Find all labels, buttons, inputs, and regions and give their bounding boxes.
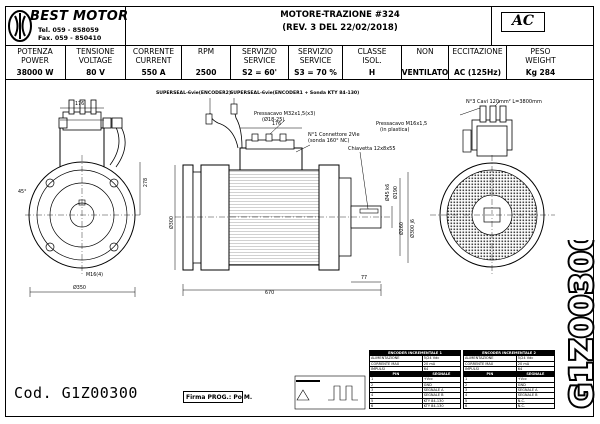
spec-cell-service-s3: SERVIZIO SERVICE S3 = 70 % xyxy=(289,46,343,79)
dim-176-left: 176 xyxy=(75,102,85,107)
spec-cell-excitation: ECCITAZIONE AC (125Hz) xyxy=(449,46,507,79)
spec-cell-weight: PESO WEIGHT Kg 284 xyxy=(507,46,574,79)
table-cell: 6 xyxy=(369,402,423,410)
dim-m16: M16(4) xyxy=(86,273,104,278)
spec-value: 2500 xyxy=(195,68,217,77)
table-cell: SEGNALE A xyxy=(515,387,556,394)
table-cell: N.C. xyxy=(515,402,556,410)
badge-divider xyxy=(491,6,492,46)
connettore-sub-label: (sonda 160° NC) xyxy=(308,138,350,144)
designer-signature: Firma PROG.: Po M. xyxy=(186,394,253,401)
table-cell: SEGNALE xyxy=(421,371,462,378)
spec-label: TENSIONE VOLTAGE xyxy=(76,47,115,65)
part-code: Cod. G1Z00300 xyxy=(14,384,138,402)
title-block xyxy=(5,6,594,46)
spec-label: CORRENTE CURRENT xyxy=(132,47,175,65)
spec-value: 550 A xyxy=(141,68,166,77)
spec-cell-ventilation: NON VENTILATO xyxy=(402,46,449,79)
revision-label: (REV. 3 DEL 22/02/2018) xyxy=(282,23,398,33)
fax-number: Fax. 059 - 850410 xyxy=(38,35,102,42)
connettore-label: N°1 Connettore 2Vie xyxy=(308,132,360,138)
spec-cell-current: CORRENTE CURRENT 550 A xyxy=(126,46,182,79)
vertical-part-code: G1Z00300 xyxy=(563,240,600,410)
spec-label: NON xyxy=(416,47,434,56)
table-cell: KTY 84-130 xyxy=(421,402,462,410)
spec-value: S2 = 60' xyxy=(242,68,277,77)
spec-table: POTENZA POWER 38000 W TENSIONE VOLTAGE 8… xyxy=(5,46,594,80)
spec-cell-service-s2: SERVIZIO SERVICE S2 = 60' xyxy=(231,46,289,79)
spec-value: AC (125Hz) xyxy=(453,68,502,77)
pressacavo-m32-label: Pressacavo M32x1,5(x3) xyxy=(254,111,316,117)
dim-300: Ø300 xyxy=(169,216,175,229)
dim-176-mid: 176 xyxy=(272,122,282,127)
front-view xyxy=(25,99,141,297)
chiavetta-label: Chiavetta 12x8x55 xyxy=(348,146,396,152)
vertical-code-text: G1Z00300 xyxy=(565,240,600,408)
table-cell: SEGNALE xyxy=(515,371,556,378)
spec-label: ECCITAZIONE xyxy=(452,47,503,56)
cable-spec-label: N°3 Cavi 120mm² L=3800mm xyxy=(466,99,542,105)
rear-view xyxy=(430,100,555,275)
brand-name: BEST MOTOR xyxy=(30,9,129,24)
pressacavo-m16-label: Pressacavo M16x1,5 xyxy=(376,121,428,127)
superseal-encoder1-label: SUPERSEAL-6vie(ENCODER1 + Sonda KTY 84-1… xyxy=(230,91,360,96)
table-cell: SEGNALE B xyxy=(421,392,462,399)
dim-260: Ø260 xyxy=(399,222,405,235)
connection-diagram xyxy=(294,375,366,410)
encoder-table-title: ENCODER INCREMENTALE 2 xyxy=(463,349,555,357)
title-divider xyxy=(125,6,126,46)
model-title: MOTORE-TRAZIONE #324 xyxy=(280,10,400,20)
dim-45k6: Ø45 k6 xyxy=(386,183,392,202)
dim-300j6: Ø300 j6 xyxy=(410,219,416,238)
encoder-table-title: ENCODER INCREMENTALE 1 xyxy=(369,349,461,357)
dim-670: 670 xyxy=(265,291,275,296)
brand-logo xyxy=(7,8,125,44)
dim-350: Ø350 xyxy=(73,286,86,291)
pressacavo-m32-range: (Ø18-25) xyxy=(262,117,285,123)
dim-190: Ø190 xyxy=(393,186,399,199)
spec-label: CLASSE ISOL. xyxy=(357,47,387,65)
table-cell: SEGNALE A xyxy=(421,387,462,394)
phone-number: Tel. 059 - 858059 xyxy=(38,27,99,34)
superseal-encoder2-label: SUPERSEAL-6vie(ENCODER2) xyxy=(156,91,231,96)
spec-cell-power: POTENZA POWER 38000 W xyxy=(5,46,66,79)
pressacavo-m16-sub-label: (in plastica) xyxy=(380,127,410,133)
table-cell: KTY 84-130 xyxy=(421,397,462,404)
spec-value: Kg 284 xyxy=(525,68,556,77)
spec-label: SERVIZIO SERVICE xyxy=(242,47,277,65)
spec-value: 80 V xyxy=(86,68,105,77)
spec-value: S3 = 70 % xyxy=(294,68,337,77)
spec-value: H xyxy=(368,68,376,77)
table-cell: SEGNALE B xyxy=(515,392,556,399)
spec-label: PESO WEIGHT xyxy=(525,47,556,65)
spec-value: VENTILATO xyxy=(401,68,449,77)
spec-cell-insulation: CLASSE ISOL. H xyxy=(343,46,402,79)
drawing-frame xyxy=(5,6,594,417)
logo-mark-icon xyxy=(8,10,32,42)
motor-type-badge: AC xyxy=(501,12,545,32)
dim-278: 278 xyxy=(144,177,150,188)
side-view xyxy=(174,98,409,296)
dim-77: 77 xyxy=(361,276,368,281)
table-cell: 6 xyxy=(463,402,517,410)
spec-label: POTENZA POWER xyxy=(17,47,53,65)
spec-label: RPM xyxy=(197,47,215,56)
spec-cell-voltage: TENSIONE VOLTAGE 80 V xyxy=(66,46,126,79)
spec-value: 38000 W xyxy=(16,68,54,77)
signature-box xyxy=(183,391,243,403)
spec-cell-rpm: RPM 2500 xyxy=(182,46,231,79)
dim-angle-45: 45° xyxy=(18,190,27,195)
spec-label: SERVIZIO SERVICE xyxy=(298,47,333,65)
